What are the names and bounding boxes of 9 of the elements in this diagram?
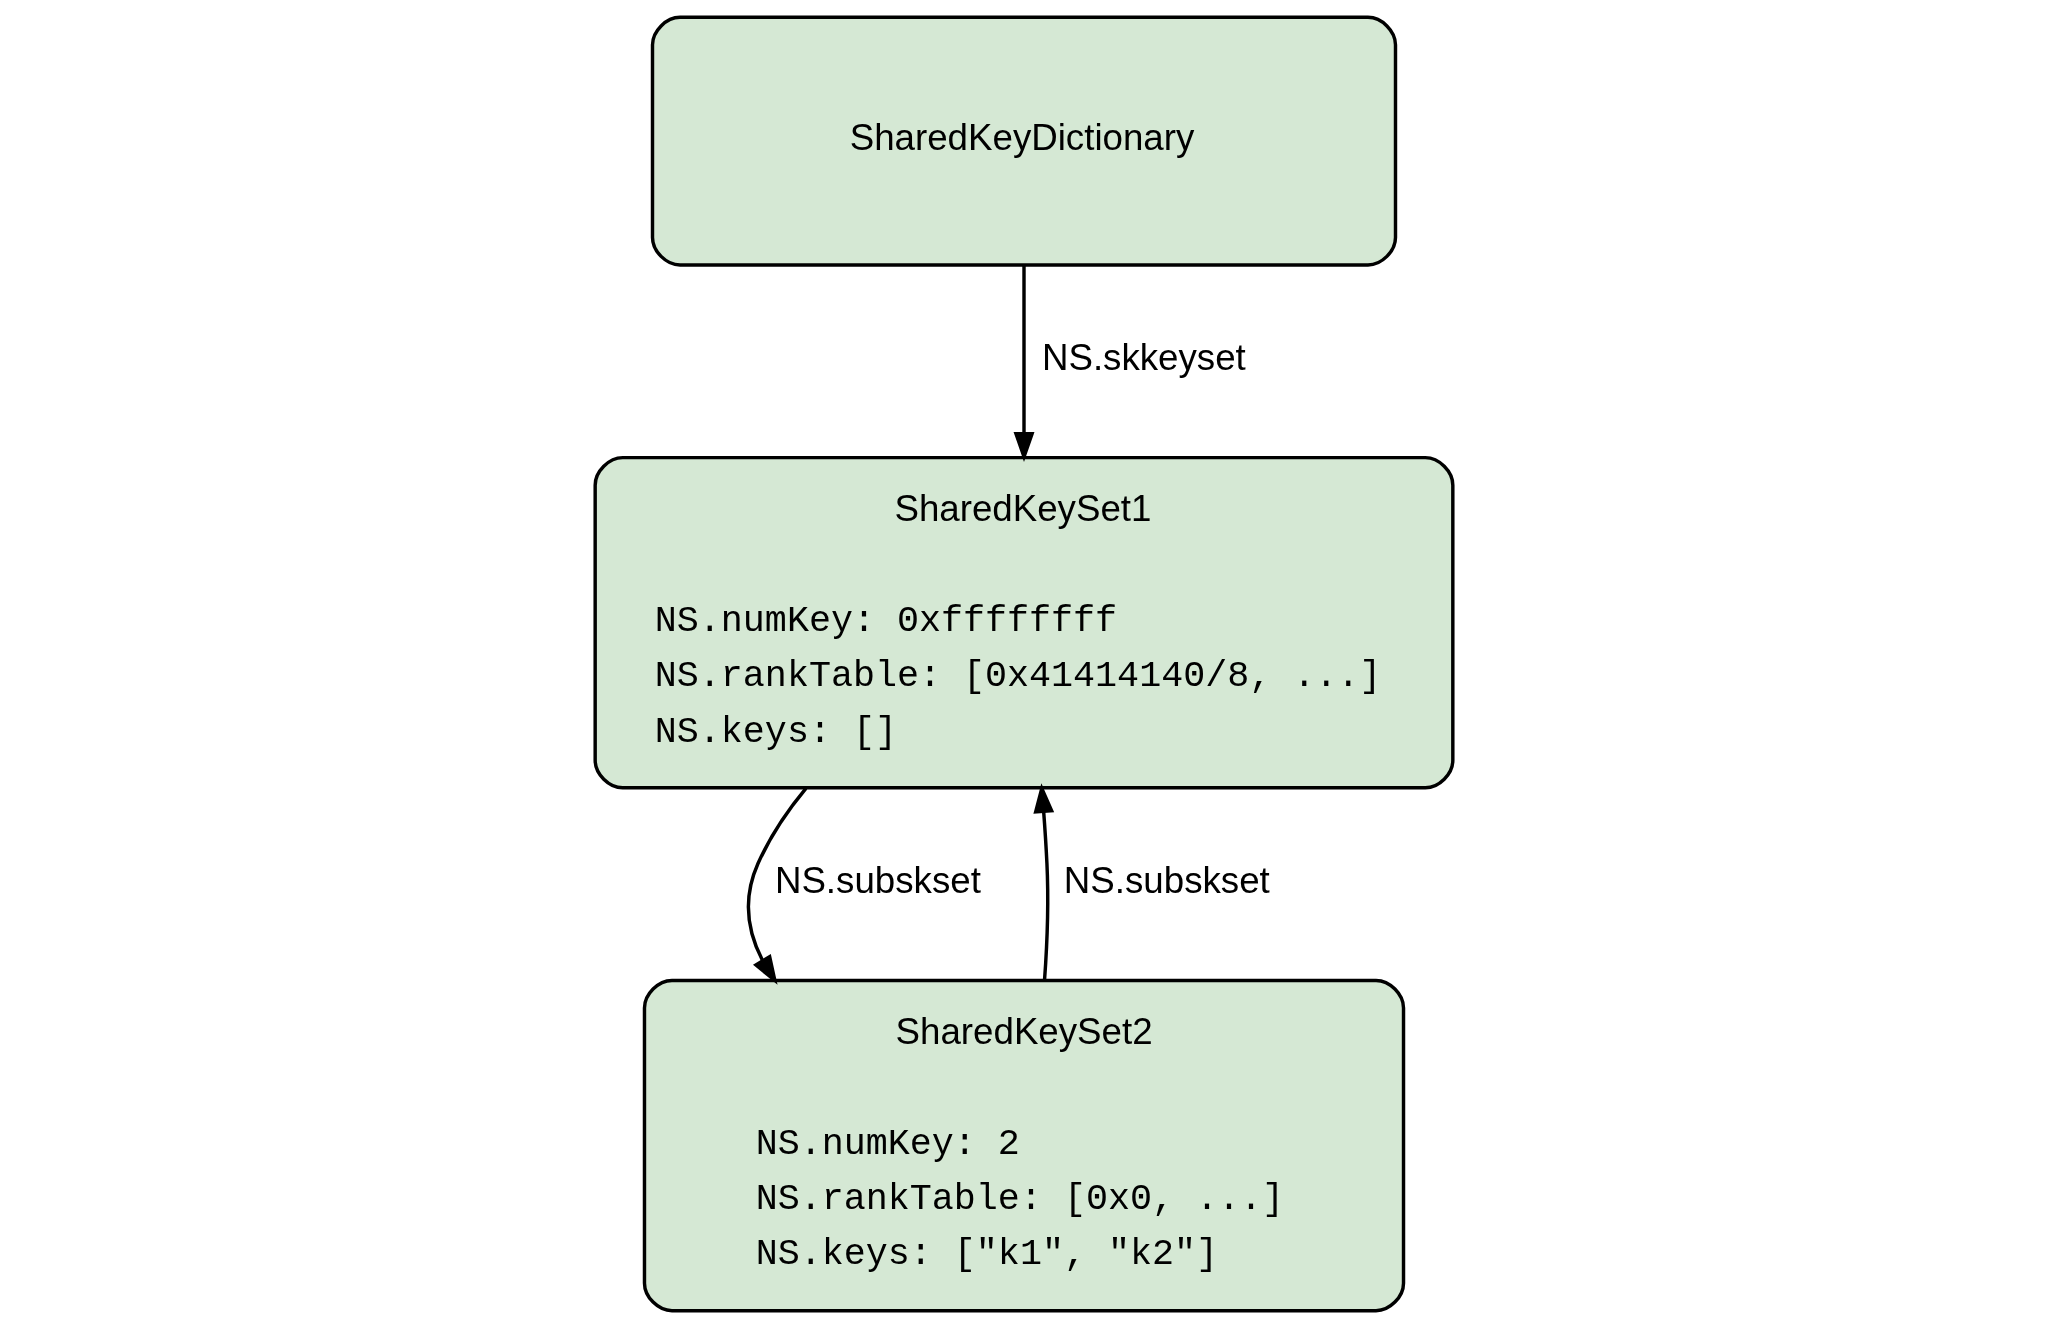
edge-label: NS.skkeyset: [1041, 337, 1246, 379]
node-box: SharedKeyDictionary: [650, 15, 1398, 267]
arrow: [1013, 265, 1035, 462]
node-box: SharedKeySet1 NS.numKey: 0xffffffff NS.rankTable: [0x41414140/8, ...] NS.keys: []: [593, 455, 1455, 790]
edge-label: NS.subskset: [1063, 859, 1270, 901]
arrow: [746, 787, 808, 985]
edge-label: NS.subskset: [774, 859, 981, 901]
node-box: SharedKeySet2 NS.numKey: 2 NS.rankTable: [0x0, ...] NS.keys: ["k1", "k2"]: [642, 978, 1406, 1313]
arrow: [1033, 783, 1055, 981]
